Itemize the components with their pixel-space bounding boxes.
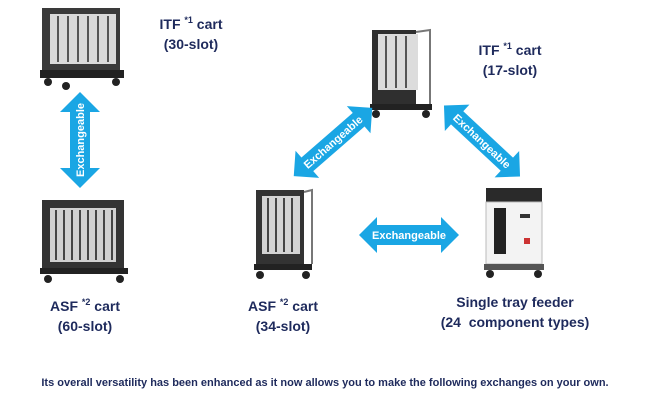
arrow-label: Exchangeable xyxy=(75,103,87,177)
itf-30-slot-cart-image xyxy=(40,8,124,90)
asf-34-slot-cart-image xyxy=(254,188,313,279)
arrow-label: Exchangeable xyxy=(450,112,512,171)
itf-30-slot-label: ITF *1 cart (30-slot) xyxy=(159,15,223,52)
asf-60-slot-cart-image xyxy=(40,200,128,283)
arrow-label: Exchangeable xyxy=(302,114,366,172)
itf-17-slot-cart-image xyxy=(370,28,432,118)
asf-34-slot-label: ASF *2 cart (34-slot) xyxy=(248,297,318,334)
diagonal-left-exchange-arrow: Exchangeable xyxy=(293,106,373,178)
asf-60-slot-label: ASF *2 cart (60-slot) xyxy=(50,297,120,334)
itf-17-slot-label: ITF *1 cart (17-slot) xyxy=(478,41,542,78)
arrow-label: Exchangeable xyxy=(372,230,446,242)
horizontal-exchange-arrow: Exchangeable xyxy=(359,217,459,253)
single-tray-feeder-image xyxy=(484,188,544,278)
diagonal-right-exchange-arrow: Exchangeable xyxy=(443,104,521,178)
vertical-exchange-arrow: Exchangeable xyxy=(60,92,100,188)
single-tray-feeder-label: Single tray feeder (24 component types) xyxy=(440,294,590,330)
footer-caption: Its overall versatility has been enhance… xyxy=(41,377,609,389)
